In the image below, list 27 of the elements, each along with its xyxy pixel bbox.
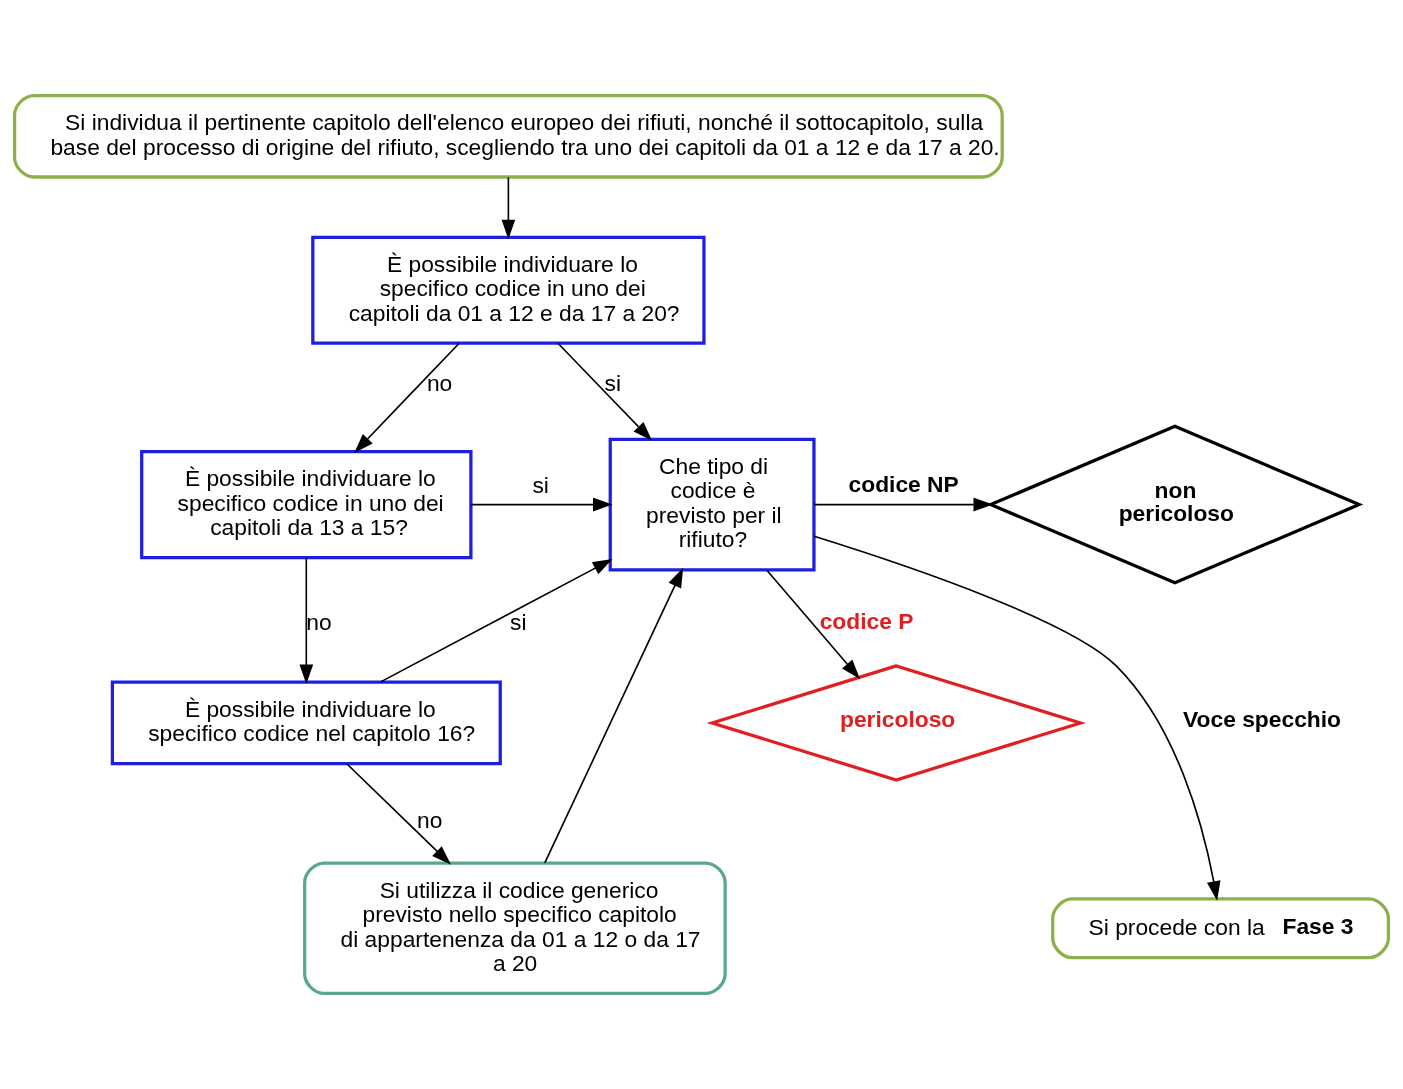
edge-label: codice P (819, 607, 914, 634)
arrow (346, 763, 452, 865)
edge-label: si (604, 369, 621, 396)
edge-label: no (417, 806, 443, 833)
arrow (557, 342, 653, 441)
edge-label: no (426, 369, 453, 396)
edge-label: no (306, 609, 332, 636)
arrow (354, 342, 460, 453)
node-box: Si individua il pertinente capitolo dell'elenco europeo dei rifiuti, nonché il sottocapitolo, sulla base del processo di origine del rifiuto, scegliendo tra uno dei capitoli da 01 a 12 e da 17 a 20. (12, 93, 1004, 179)
arrow (544, 567, 684, 864)
node-box: Si utilizza il codice generico previsto nello specifico capitolo di appartenenza da 01 a 12 o da 17 a 20 (303, 861, 727, 996)
node-box: È possibile individuare lo specifico codice in uno dei capitoli da 13 a 15? (140, 450, 473, 560)
node-box: È possibile individuare lo specifico codice nel capitolo 16? (110, 680, 502, 766)
edge-label: Voce specchio (1183, 706, 1342, 733)
node-diamond: pericoloso (706, 664, 1086, 782)
node-box: Che tipo di codice è previsto per il rifiuto? (608, 437, 816, 572)
arrow (501, 176, 516, 240)
arrow (813, 535, 1221, 901)
node-box: Si procede con la Fase 3 (1051, 897, 1391, 960)
arrow (470, 497, 613, 512)
edge-label: si (510, 609, 527, 636)
arrow (379, 559, 613, 683)
arrow (766, 569, 860, 679)
edge-label: codice NP (848, 470, 959, 497)
edge-label: si (532, 472, 549, 499)
node-box: È possibile individuare lo specifico codice in uno dei capitoli da 01 a 12 e da 17 a 20? (311, 235, 706, 345)
arrow (299, 556, 314, 685)
